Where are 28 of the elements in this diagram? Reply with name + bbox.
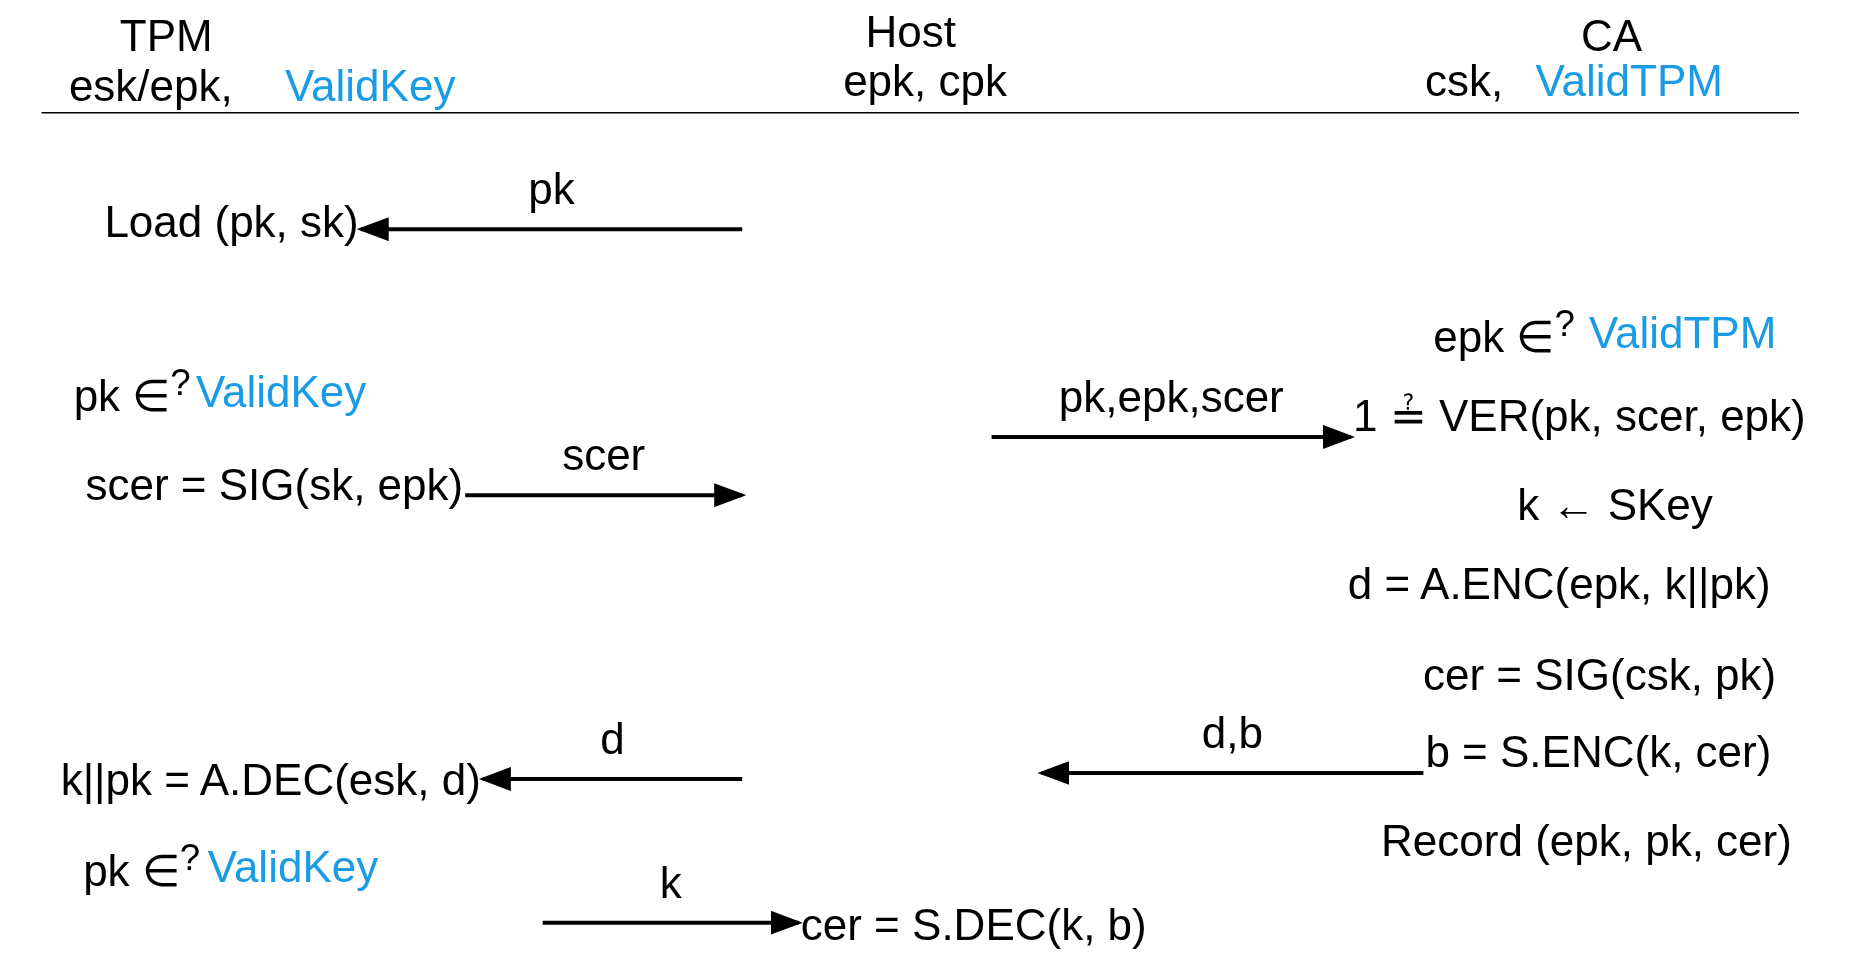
party-name: Host xyxy=(865,6,957,58)
arrow xyxy=(478,767,743,791)
protocol-step: Record (epk, pk, cer) xyxy=(1381,815,1792,867)
arrow xyxy=(1037,761,1424,785)
protocol-step: d = A.ENC(epk, k||pk) xyxy=(1347,558,1771,610)
protocol-step: scer = SIG(sk, epk) xyxy=(85,459,464,510)
protocol-step: k ← SKey xyxy=(1517,479,1713,530)
key-set-name: ValidTPM xyxy=(1588,307,1777,358)
arrow xyxy=(465,483,747,508)
party-name: TPM xyxy=(119,10,213,61)
key-list: csk, xyxy=(1425,55,1504,107)
key-set-name: ValidKey xyxy=(285,60,456,111)
protocol-step: Load (pk, sk) xyxy=(104,196,359,248)
protocol-step: cer = S.DEC(k, b) xyxy=(800,899,1147,951)
key-set-name: ValidKey xyxy=(195,366,367,418)
protocol-step: 1 ≟ VER(pk, scer, epk) xyxy=(1353,390,1806,441)
membership-check: pk ∈$^{?}$ xyxy=(73,362,191,422)
membership-check: pk ∈$^{?}$ xyxy=(83,837,201,897)
protocol-step: k||pk = A.DEC(esk, d) xyxy=(60,754,481,806)
membership-check: epk ∈$^{?}$ xyxy=(1433,302,1575,363)
arrow xyxy=(356,217,743,242)
protocol-step: b = S.ENC(k, cer) xyxy=(1425,726,1772,777)
key-set-name: ValidKey xyxy=(207,841,379,893)
protocol-step: cer = SIG(csk, pk) xyxy=(1422,649,1777,700)
key-list: epk, cpk xyxy=(843,55,1007,107)
arrow xyxy=(542,910,803,935)
arrow xyxy=(991,424,1355,449)
key-list: esk/epk, xyxy=(68,60,233,111)
